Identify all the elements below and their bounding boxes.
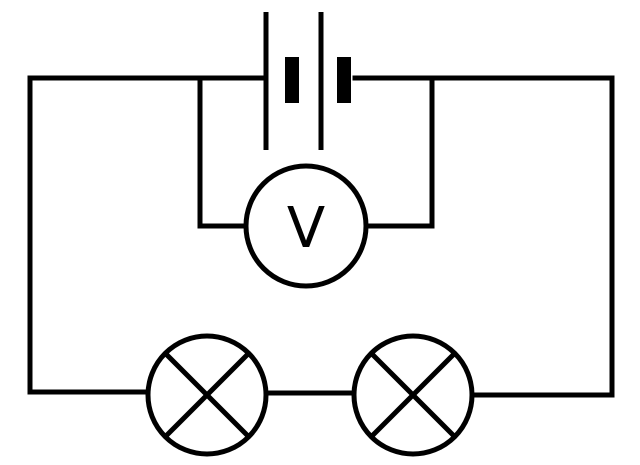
voltmeter: V [243, 163, 369, 289]
cell-2-short-plate [337, 57, 351, 103]
cell-1-short-plate [285, 57, 299, 103]
lamp-1-cross-b [163, 351, 251, 439]
outer-loop-wires [27, 75, 615, 398]
voltmeter-ring [243, 163, 369, 289]
lamp-2 [351, 333, 475, 457]
battery-symbol [263, 12, 351, 150]
voltmeter-label: V [287, 196, 325, 261]
voltmeter-branch-wires [197, 75, 435, 229]
lamp-2-cross-b [369, 351, 457, 439]
lamp-1 [145, 333, 269, 457]
